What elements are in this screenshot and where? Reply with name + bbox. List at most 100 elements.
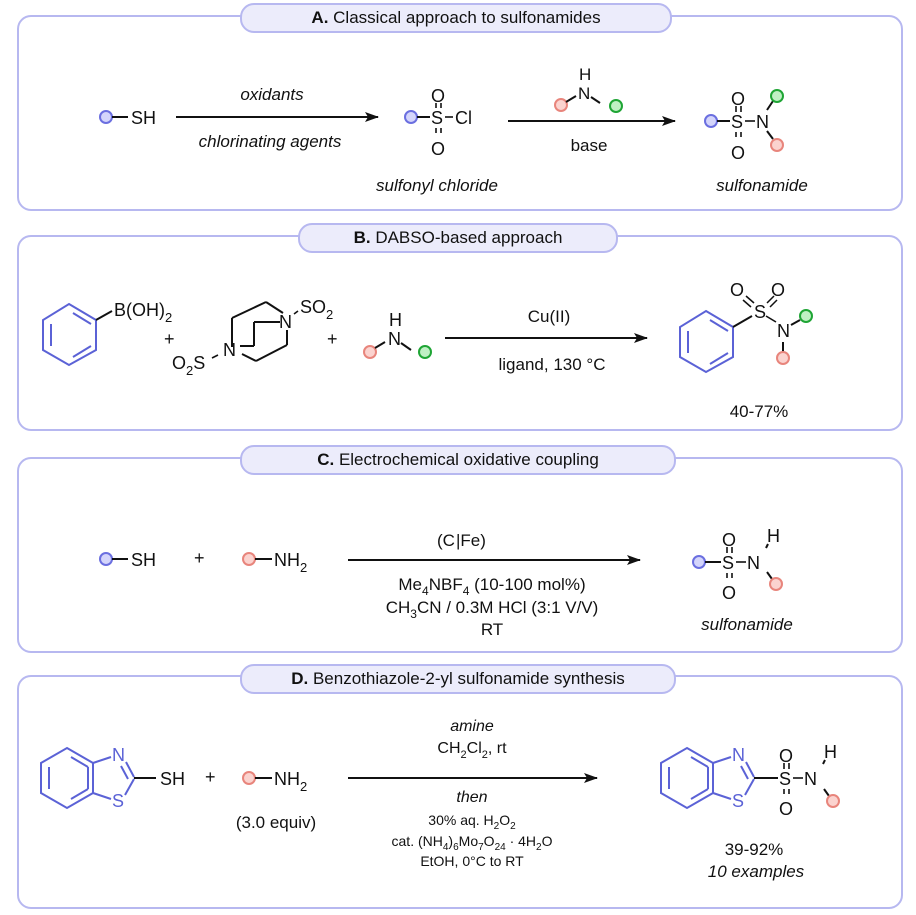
arrow1-above-label: oxidants (240, 85, 304, 104)
sulfur-atom: S (431, 108, 443, 128)
red-group-icon (776, 351, 790, 365)
panel-d-title: D. Benzothiazole-2-yl sulfonamide synthe… (240, 664, 676, 694)
sulfur-atom: S (779, 769, 791, 789)
oxygen-atom: O (731, 89, 745, 109)
yield-label: 39-92% (725, 840, 784, 859)
amine-label: NH2 (274, 769, 307, 794)
plus-sign: + (205, 767, 216, 787)
product-caption: sulfonamide (716, 176, 808, 195)
red-group-icon (242, 771, 256, 785)
sulfur-atom: S (754, 302, 766, 322)
oxygen-atom: O (779, 799, 793, 819)
arrow-above-label: Cu(II) (528, 307, 571, 326)
hydrogen-atom: H (389, 310, 402, 330)
panel-c-letter: C. (317, 450, 335, 469)
nitrogen-atom: N (223, 340, 236, 360)
oxygen-atom: O (722, 583, 736, 603)
plus-sign: + (164, 329, 175, 349)
oxygen-atom: O (731, 143, 745, 163)
amine-h: H (579, 65, 591, 84)
oxygen-atom: O (431, 139, 445, 159)
above-line-2: CH2Cl2, rt (437, 740, 507, 761)
nitrogen-atom: N (388, 329, 401, 349)
panel-c-title-text: Electrochemical oxidative coupling (338, 450, 599, 469)
examples-label: 10 examples (708, 862, 805, 881)
panel-a-title: A. Classical approach to sulfonamides (240, 3, 672, 33)
oxygen-atom: O (431, 86, 445, 106)
nitrogen-atom: N (756, 112, 769, 132)
amine-label: NH2 (274, 550, 307, 575)
condition-line-3: RT (481, 620, 503, 639)
blue-group-icon (692, 555, 706, 569)
green-group-icon (609, 99, 623, 113)
panel-d-letter: D. (291, 669, 309, 688)
thiol-label: SH (131, 108, 156, 128)
oxygen-atom: O (779, 746, 793, 766)
benzene-ring-icon (42, 302, 97, 367)
red-group-icon (242, 552, 256, 566)
nitrogen-atom: N (112, 745, 125, 765)
green-group-icon (770, 89, 784, 103)
panel-d-title-text: Benzothiazole-2-yl sulfonamide synthesis (312, 669, 625, 688)
yield-label: 40-77% (730, 402, 789, 421)
blue-group-icon (99, 110, 113, 124)
boronic-acid-label: B(OH)2 (114, 300, 172, 325)
nitrogen-atom: N (777, 321, 790, 341)
red-group-icon (363, 345, 377, 359)
chloride-label: Cl (455, 108, 472, 128)
hydrogen-atom: H (824, 742, 837, 762)
panel-a-title-text: Classical approach to sulfonamides (333, 8, 601, 27)
oxygen-atom: O (730, 280, 744, 300)
hydrogen-atom: H (767, 526, 780, 546)
thiol-label: SH (131, 550, 156, 570)
condition-line-1: Me4NBF4 (10-100 mol%) (398, 575, 585, 598)
amine-n: N (578, 84, 590, 103)
benzothiazole-ring-icon (660, 746, 755, 810)
panel-b-letter: B. (353, 228, 371, 247)
dabso-so2-top: SO2 (300, 297, 333, 322)
below-line-4: EtOH, 0°C to RT (420, 853, 524, 869)
dabso-structure (231, 301, 288, 362)
below-line-1: then (456, 789, 487, 806)
sulfur-atom: S (732, 791, 744, 811)
sulfur-atom: S (722, 553, 734, 573)
sulfur-atom: S (731, 112, 743, 132)
panel-a-letter: A. (311, 8, 329, 27)
thiol-label: SH (160, 769, 185, 789)
below-line-2: 30% aq. H2O2 (428, 812, 516, 832)
panel-a (17, 15, 903, 211)
panel-b-title-text: DABSO-based approach (375, 228, 563, 247)
arrow-below-label: ligand, 130 °C (499, 355, 606, 374)
panel-c-title: C. Electrochemical oxidative coupling (240, 445, 676, 475)
red-group-icon (826, 794, 840, 808)
nitrogen-atom: N (279, 312, 292, 332)
nitrogen-atom: N (747, 553, 760, 573)
above-line-1: amine (450, 718, 494, 735)
panel-d (17, 675, 903, 909)
dabso-so2-bottom: O2S (172, 353, 205, 378)
panel-d-scheme: N S SH + NH2 (3.0 equiv) amine CH2Cl2, r… (40, 718, 840, 881)
arrow1-below-label: chlorinating agents (199, 132, 342, 151)
product-caption: sulfonamide (701, 615, 793, 634)
oxygen-atom: O (722, 530, 736, 550)
blue-group-icon (404, 110, 418, 124)
red-group-icon (554, 98, 568, 112)
panel-b-scheme: B(OH)2 + N N SO2 O2S + N H Cu(II) (42, 280, 813, 421)
plus-sign: + (327, 329, 338, 349)
nitrogen-atom: N (804, 769, 817, 789)
benzothiazole-ring-icon (40, 746, 135, 810)
below-line-3: cat. (NH4)6Mo7O24 · 4H2O (392, 833, 553, 853)
arrow2-below-label: base (571, 136, 608, 155)
plus-sign: + (194, 548, 205, 568)
benzene-ring-icon (679, 309, 734, 374)
panel-b-title: B. DABSO-based approach (298, 223, 618, 253)
panel-c (17, 457, 903, 653)
blue-group-icon (704, 114, 718, 128)
amine-equiv: (3.0 equiv) (236, 813, 316, 832)
panel-c-scheme: SH + NH2 (C|Fe) Me4NBF4 (10-100 mol%) CH… (99, 526, 793, 639)
red-group-icon (769, 577, 783, 591)
red-group-icon (770, 138, 784, 152)
intermediate-caption: sulfonyl chloride (376, 176, 498, 195)
green-group-icon (799, 309, 813, 323)
